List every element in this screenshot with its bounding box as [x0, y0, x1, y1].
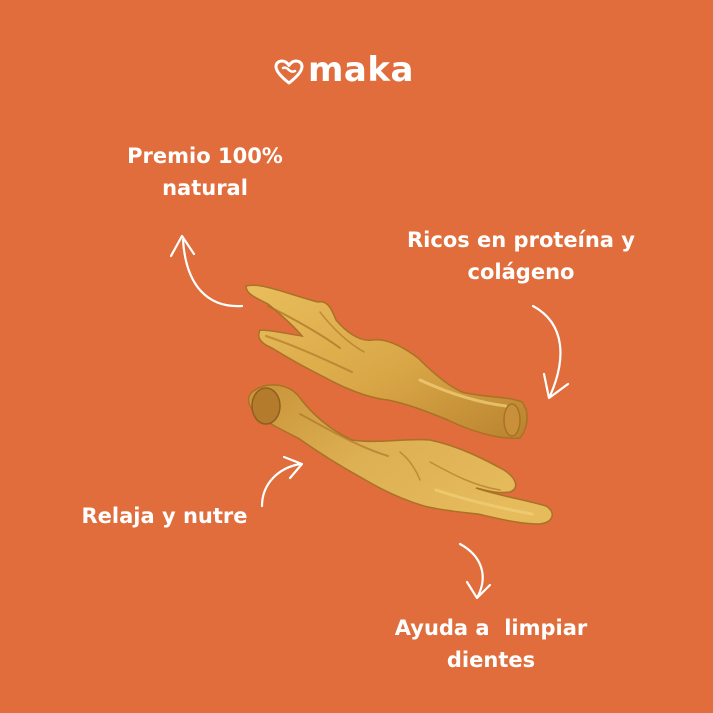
callout-natural-line-1: Premio 100% [127, 144, 283, 168]
arrow-icon-natural [169, 234, 244, 308]
callout-dientes-line-1: Ayuda a limpiar [394, 616, 588, 640]
callout-dientes: Ayuda a limpiar dientes [367, 612, 615, 676]
heart-icon [274, 59, 304, 85]
callout-natural-line-2: natural [162, 176, 248, 200]
callout-protein-line-1: Ricos en proteína y [407, 228, 635, 252]
chicken-foot-bottom [247, 384, 553, 525]
callout-dientes-line-2: dientes [446, 648, 536, 672]
arrow-icon-relaja [260, 455, 304, 508]
callout-relaja: Relaja y nutre [62, 500, 267, 532]
callout-protein: Ricos en proteína y colágeno [380, 224, 662, 288]
callout-protein-line-2: colágeno [467, 260, 575, 284]
callout-relaja-line-1: Relaja y nutre [81, 504, 248, 528]
chicken-foot-top [245, 284, 528, 439]
brand-name: maka [308, 50, 414, 90]
brand-logo: maka [274, 50, 414, 94]
callout-natural: Premio 100% natural [100, 140, 310, 204]
arrow-icon-protein [531, 304, 570, 400]
arrow-icon-dientes [458, 542, 492, 600]
